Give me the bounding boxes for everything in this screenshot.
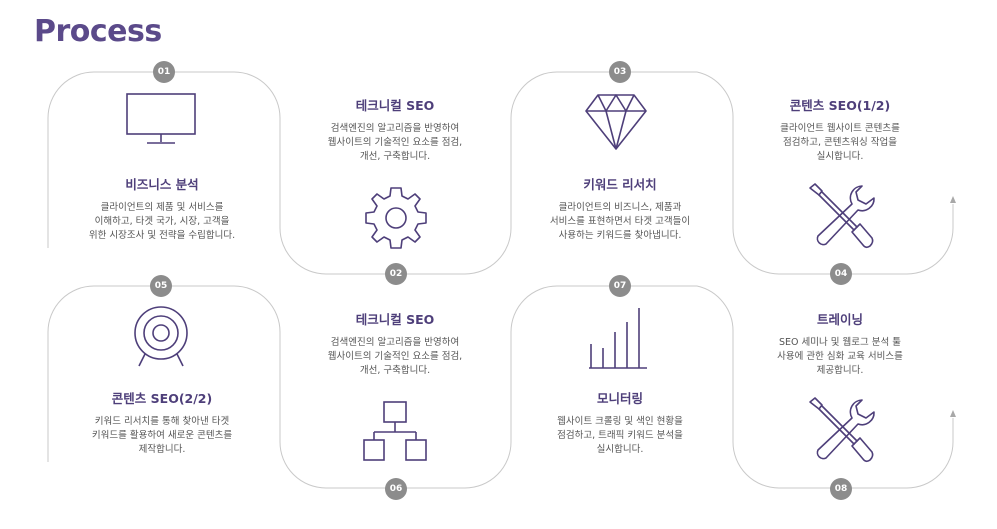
step-title: 트레이닝 bbox=[816, 312, 863, 327]
step-card-02: 테크니컬 SEO 검색엔진의 알고리즘을 반영하여 웹사이트의 기술적인 요소를… bbox=[285, 95, 505, 164]
step-title: 키워드 리서치 bbox=[583, 177, 657, 192]
step-description: 검색엔진의 알고리즘을 반영하여 웹사이트의 기술적인 요소를 점검, 개선, … bbox=[327, 123, 463, 162]
step-description: 웹사이트 크롤링 및 색인 현황을 점검하고, 트래픽 키워드 분석을 실시합니… bbox=[557, 416, 683, 455]
step-card-01: 비즈니스 분석 클라이언트의 제품 및 서비스를 이해하고, 타겟 국가, 시장… bbox=[52, 174, 272, 243]
step-card-05: 콘텐츠 SEO(2/2) 키워드 리서치를 통해 찾아낸 타겟 키워드를 활용하… bbox=[52, 388, 272, 457]
step-title: 콘텐츠 SEO(2/2) bbox=[111, 391, 213, 406]
tools-icon bbox=[806, 396, 876, 466]
gear-icon bbox=[362, 184, 430, 252]
step-description: SEO 세미나 및 웹로그 분석 툴 사용에 관한 심화 교육 서비스를 제공합… bbox=[777, 337, 903, 376]
monitor-icon bbox=[125, 92, 197, 148]
step-badge-06: 06 bbox=[385, 478, 407, 500]
step-badge-03: 03 bbox=[609, 61, 631, 83]
diamond-icon bbox=[584, 93, 648, 151]
step-card-07: 모니터링 웹사이트 크롤링 및 색인 현황을 점검하고, 트래픽 키워드 분석을… bbox=[510, 388, 730, 457]
target-icon bbox=[128, 304, 194, 368]
step-badge-08: 08 bbox=[830, 478, 852, 500]
page-title: Process bbox=[34, 14, 162, 49]
step-title: 비즈니스 분석 bbox=[125, 177, 199, 192]
bar-chart-icon bbox=[585, 306, 651, 370]
step-card-03: 키워드 리서치 클라이언트의 비즈니스, 제품과 서비스를 표현하면서 타겟 고… bbox=[510, 174, 730, 243]
step-badge-05: 05 bbox=[150, 275, 172, 297]
step-description: 클라이언트의 비즈니스, 제품과 서비스를 표현하면서 타겟 고객들이 사용하는… bbox=[549, 202, 691, 241]
tools-icon bbox=[806, 182, 876, 252]
step-title: 테크니컬 SEO bbox=[355, 312, 435, 327]
sitemap-icon bbox=[362, 400, 428, 464]
step-description: 클라이언트 웹사이트 콘텐츠를 점검하고, 콘텐츠워싱 작업을 실시합니다. bbox=[780, 123, 900, 162]
step-card-06: 테크니컬 SEO 검색엔진의 알고리즘을 반영하여 웹사이트의 기술적인 요소를… bbox=[285, 309, 505, 378]
step-badge-01: 01 bbox=[153, 61, 175, 83]
step-title: 테크니컬 SEO bbox=[355, 98, 435, 113]
step-badge-04: 04 bbox=[830, 263, 852, 285]
step-card-08: 트레이닝 SEO 세미나 및 웹로그 분석 툴 사용에 관한 심화 교육 서비스… bbox=[730, 309, 950, 378]
step-badge-02: 02 bbox=[385, 263, 407, 285]
step-title: 모니터링 bbox=[596, 391, 643, 406]
step-title: 콘텐츠 SEO(1/2) bbox=[789, 98, 891, 113]
step-badge-07: 07 bbox=[609, 275, 631, 297]
step-description: 클라이언트의 제품 및 서비스를 이해하고, 타겟 국가, 시장, 고객을 위한… bbox=[88, 202, 236, 241]
step-description: 검색엔진의 알고리즘을 반영하여 웹사이트의 기술적인 요소를 점검, 개선, … bbox=[327, 337, 463, 376]
step-description: 키워드 리서치를 통해 찾아낸 타겟 키워드를 활용하여 새로운 콘텐츠를 제작… bbox=[91, 416, 233, 455]
step-card-04: 콘텐츠 SEO(1/2) 클라이언트 웹사이트 콘텐츠를 점검하고, 콘텐츠워싱… bbox=[730, 95, 950, 164]
